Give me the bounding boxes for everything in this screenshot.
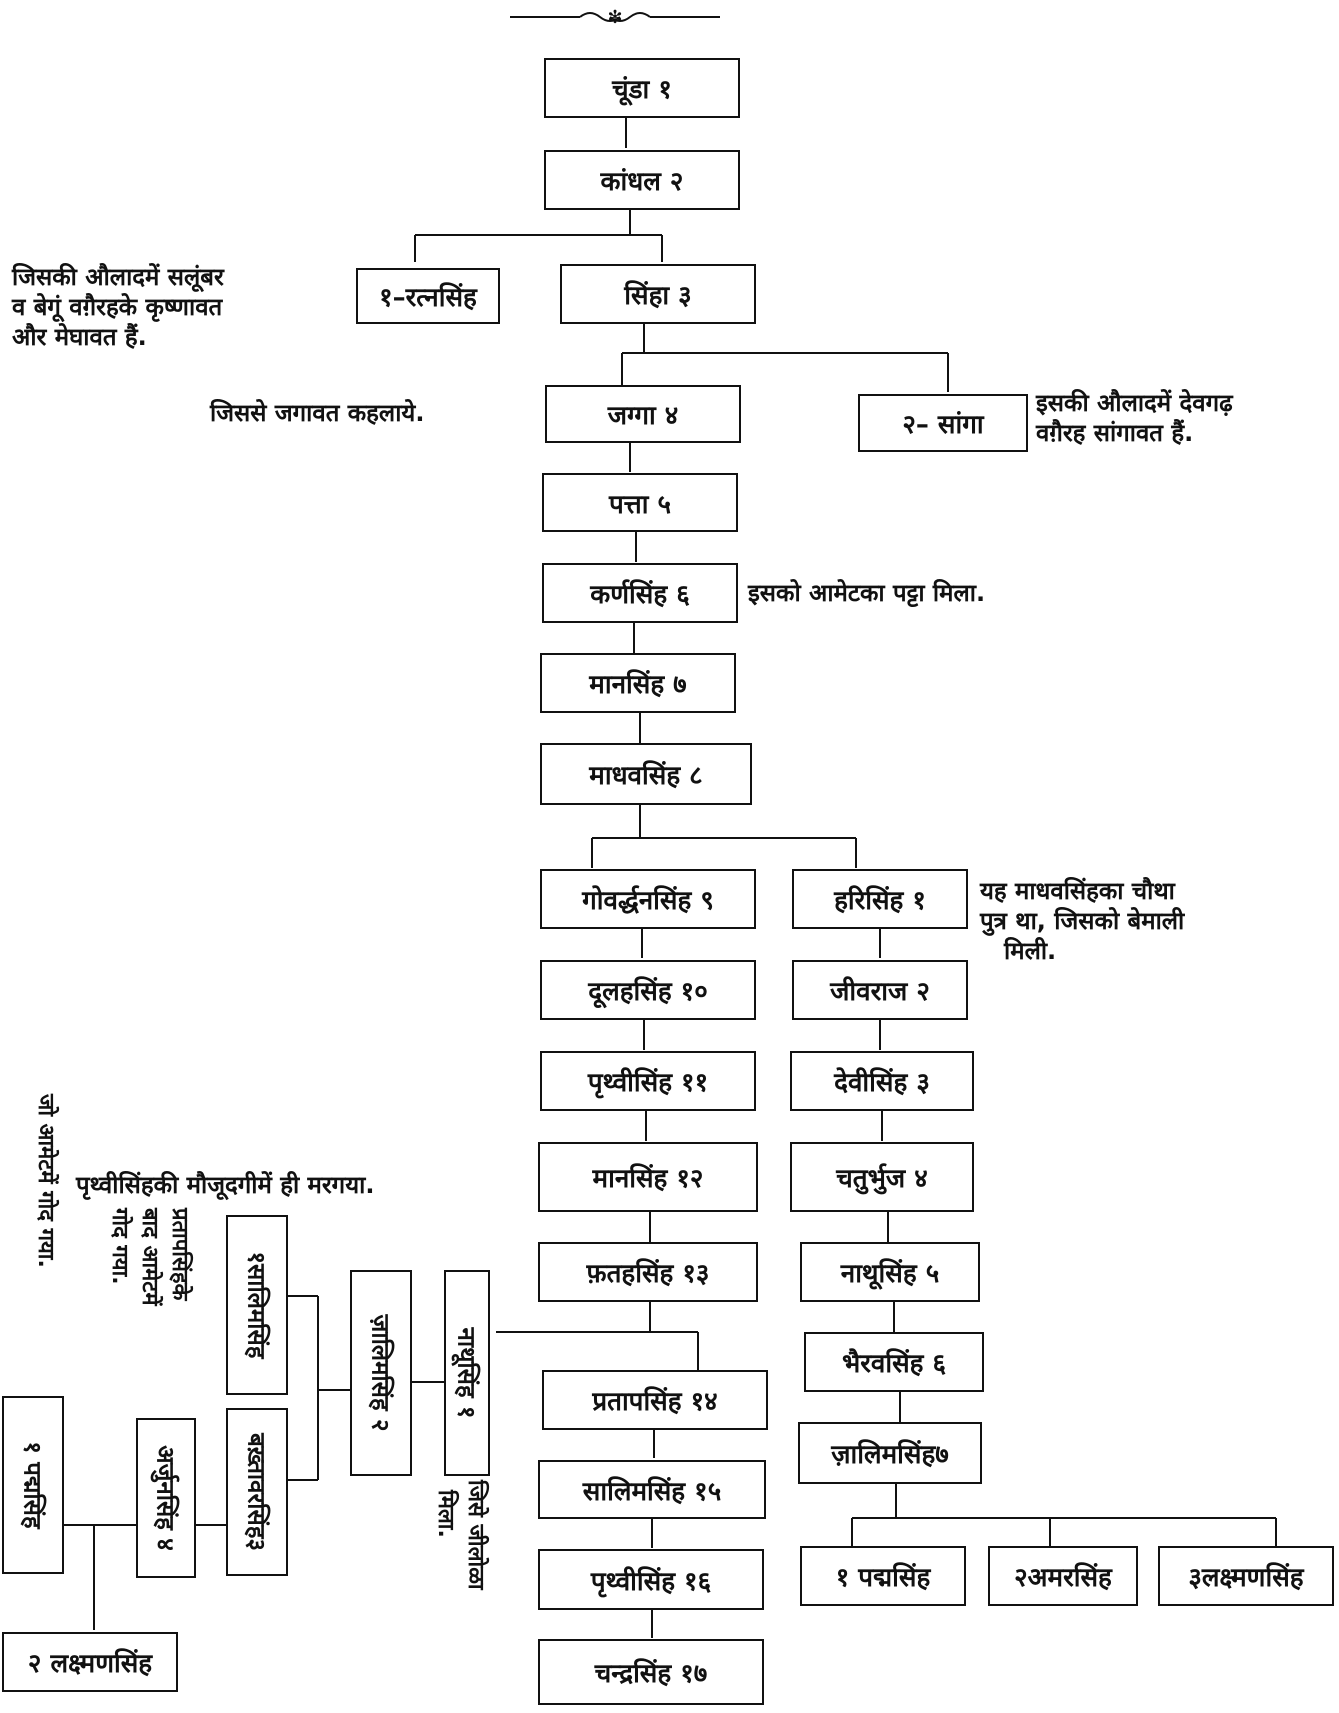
node-mansingh-7: मानसिंह ७ xyxy=(540,653,736,713)
note-padmasingh: जो आमेटमें गोद गया. xyxy=(33,1094,58,1268)
node-amarsingh-child: २अमरसिंह xyxy=(988,1546,1138,1606)
note-line: प्रतापसिंहके xyxy=(167,1208,192,1301)
node-govardhansingh: गोवर्द्धनसिंह ९ xyxy=(540,869,756,929)
node-fatahsingh: फ़तहसिंह १३ xyxy=(538,1242,758,1302)
node-prithvisingh-11: पृथ्वीसिंह ११ xyxy=(540,1051,756,1111)
node-sanga: २– सांगा xyxy=(858,394,1028,452)
node-siha: सिंहा ३ xyxy=(560,264,756,324)
node-chunda: चूंडा १ xyxy=(544,58,740,118)
node-karnsingh: कर्णसिंह ६ xyxy=(542,563,738,623)
node-pratapsingh: प्रतापसिंह १४ xyxy=(542,1370,768,1430)
node-harisingh: हरिसिंह १ xyxy=(792,869,968,929)
node-madhavsingh: माधवसिंह ८ xyxy=(540,743,752,805)
note-line: यह माधवसिंहका चौथा xyxy=(980,877,1175,905)
node-lakshmansingh-child: ३लक्ष्मणसिंह xyxy=(1158,1546,1334,1606)
note-harisingh: यह माधवसिंहका चौथा पुत्र था, जिसको बेमाल… xyxy=(980,876,1184,966)
node-salimsingh-15: सालिमसिंह १५ xyxy=(538,1460,766,1519)
node-jagga: जग्गा ४ xyxy=(545,385,741,443)
node-salimsingh-3-label: १सालिमसिंह xyxy=(242,1251,271,1359)
node-dulhasingh: दूलहसिंह १० xyxy=(540,960,756,1020)
svg-text:✻: ✻ xyxy=(607,7,622,28)
ornament-divider: ✻ xyxy=(510,7,720,28)
note-line: और मेघावत हैं. xyxy=(12,323,147,351)
note-sanga: इसकी औलादमें देवगढ़ वग़ैरह सांगावत हैं. xyxy=(1036,388,1233,448)
note-jagga: जिससे जगावत कहलाये. xyxy=(210,399,425,427)
note-line: मिली. xyxy=(1004,937,1057,965)
node-jivraj: जीवराज २ xyxy=(792,960,968,1020)
node-nathusingh-1-label: नाथूसिंह १ xyxy=(452,1327,481,1419)
node-jalimsingh-7: ज़ालिमसिंह७ xyxy=(798,1422,982,1484)
node-bhairavsingh: भैरवसिंह ६ xyxy=(804,1332,984,1392)
note-karnsingh: इसको आमेटका पट्टा मिला. xyxy=(748,579,986,607)
node-patta: पत्ता ५ xyxy=(542,473,738,532)
note-line: जिसे जीलोळा xyxy=(463,1480,488,1590)
note-mansingh-12: पृथ्वीसिंहकी मौजूदगीमें ही मरगया. xyxy=(76,1171,375,1199)
node-kandhal: कांधल २ xyxy=(544,150,740,210)
node-ratnsingh: १–रत्नसिंह xyxy=(356,268,500,324)
note-nathusingh: जिसे जीलोळा मिला. xyxy=(432,1480,492,1590)
node-chaturbhuj: चतुर्भुज ४ xyxy=(790,1142,974,1212)
node-lakshmansingh: २ लक्ष्मणसिंह xyxy=(2,1632,178,1692)
note-line: व बेगूं वग़ैरहके कृष्णावत xyxy=(12,293,223,321)
note-line: जिसकी औलादमें सलूंबर xyxy=(12,263,224,291)
note-line: गोद गया. xyxy=(107,1208,132,1285)
note-ratnsingh: जिसकी औलादमें सलूंबर व बेगूं वग़ैरहके कृ… xyxy=(12,262,224,352)
node-devisingh: देवीसिंह ३ xyxy=(790,1051,974,1111)
node-arjunsingh: अर्जुनसिंह ४ xyxy=(136,1418,196,1578)
note-line: मिला. xyxy=(433,1490,458,1538)
node-bakhtawarsingh-label: बख़्तावरसिंह३ xyxy=(242,1433,271,1551)
node-padmasingh-child: १ पद्मसिंह xyxy=(800,1546,966,1606)
note-line: वग़ैरह सांगावत हैं. xyxy=(1036,419,1194,447)
note-line: इसकी औलादमें देवगढ़ xyxy=(1036,389,1233,417)
node-chandrasingh: चन्द्रसिंह १७ xyxy=(538,1639,764,1705)
node-arjunsingh-label: अर्जुनसिंह ४ xyxy=(151,1445,180,1551)
node-padmasingh-label: १ पद्मसिंह xyxy=(18,1441,47,1529)
node-jalimsingh-2: ज़ालिमसिंह २ xyxy=(350,1270,412,1476)
node-bakhtawarsingh: बख़्तावरसिंह३ xyxy=(226,1408,288,1576)
node-prithvisingh-16: पृथ्वीसिंह १६ xyxy=(538,1549,764,1610)
node-padmasingh: १ पद्मसिंह xyxy=(2,1396,64,1574)
node-nathusingh-1: नाथूसिंह १ xyxy=(444,1270,490,1476)
note-salimsingh: प्रतापसिंहके बाद आमेटमें गोद गया. xyxy=(106,1208,196,1306)
note-line: बाद आमेटमें xyxy=(137,1208,162,1306)
note-line: पुत्र था, जिसको बेमाली xyxy=(980,907,1185,935)
node-mansingh-12: मानसिंह १२ xyxy=(538,1142,758,1212)
node-jalimsingh-2-label: ज़ालिमसिंह २ xyxy=(366,1314,395,1432)
node-salimsingh-3: १सालिमसिंह xyxy=(226,1215,288,1395)
node-nathusingh-5: नाथूसिंह ५ xyxy=(800,1242,980,1302)
